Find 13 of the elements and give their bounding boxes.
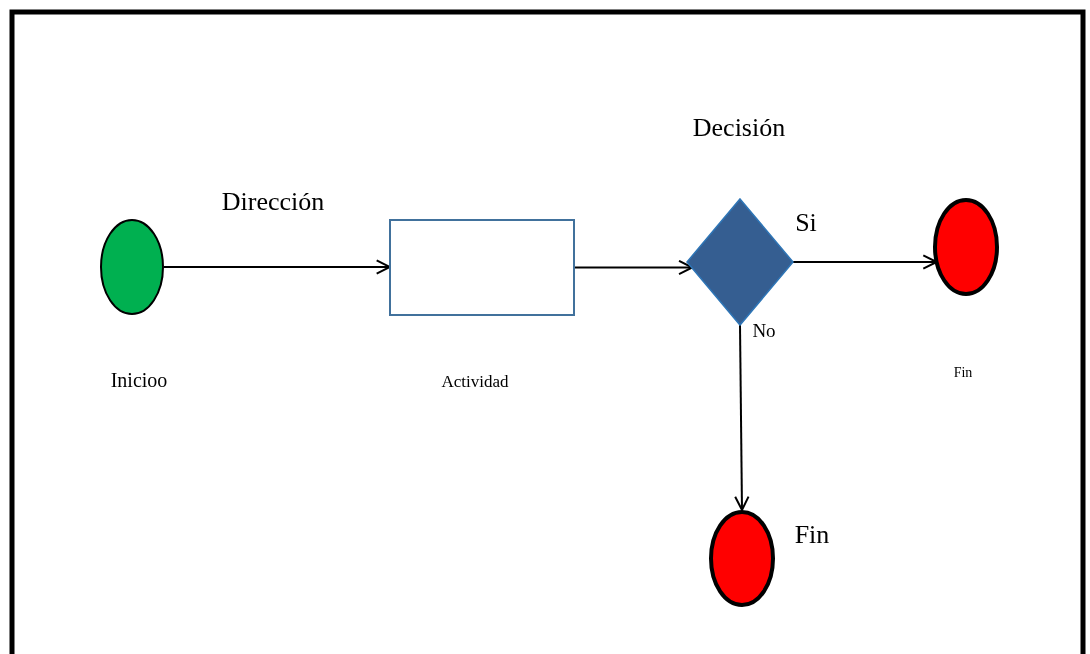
node-caption: Actividad (441, 372, 509, 390)
arrow (734, 324, 750, 511)
node-caption: Fin (794, 522, 830, 548)
arrow (163, 259, 391, 275)
ellipse-shape (100, 219, 164, 315)
arrow (574, 259, 694, 276)
text-label: Fin (953, 366, 973, 380)
ellipse-shape (933, 198, 999, 296)
process-box (389, 219, 575, 316)
node-caption: Decisión (692, 115, 786, 141)
ellipse-shape (709, 510, 775, 607)
node-caption: Inicioo (110, 370, 168, 390)
decision-diamond (687, 199, 793, 325)
